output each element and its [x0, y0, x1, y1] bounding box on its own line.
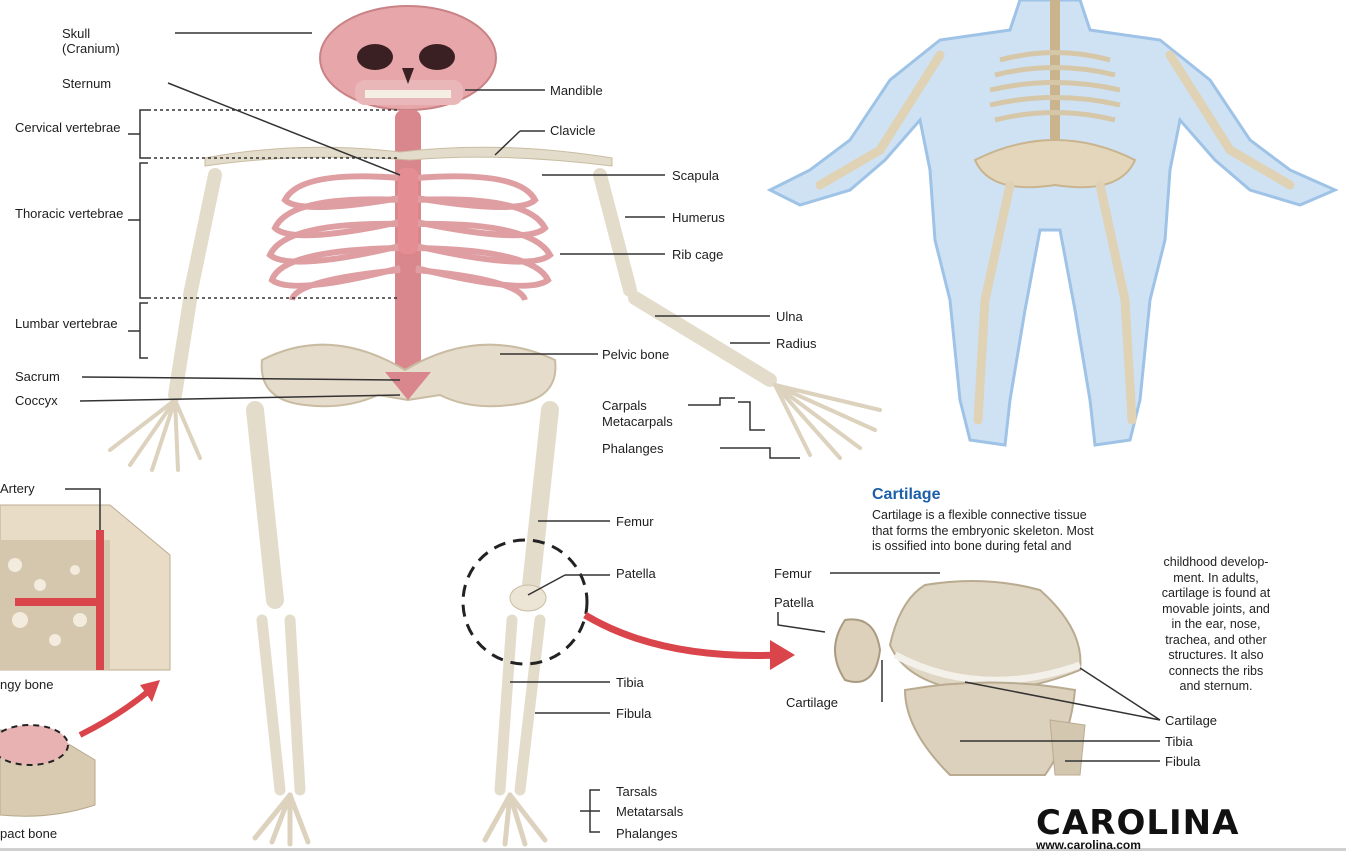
label-artery: Artery [0, 481, 35, 496]
cartilage-title: Cartilage [872, 486, 940, 504]
cartilage-line: in the ear, nose, [1096, 617, 1336, 633]
knee-label-fibula: Fibula [1165, 754, 1200, 769]
label-cervical-vertebrae: Cervical vertebrae [15, 120, 125, 135]
cartilage-line: and sternum. [1096, 679, 1336, 695]
label-pelvic-bone: Pelvic bone [602, 347, 672, 362]
knee-label-femur: Femur [774, 566, 812, 581]
eye-socket-right [419, 44, 455, 70]
zoom-arrow-knee-head [770, 640, 795, 670]
label-rib-cage: Rib cage [672, 247, 723, 262]
label-metacarpals: Metacarpals [602, 414, 673, 429]
label-patella: Patella [616, 566, 656, 581]
cartilage-line: childhood develop- [1096, 555, 1336, 571]
artery-branch [15, 598, 100, 606]
cartilage-description-right: childhood develop- ment. In adults, cart… [1096, 555, 1336, 695]
label-tarsals: Tarsals [616, 784, 657, 799]
knee-label-patella: Patella [774, 595, 814, 610]
label-tibia: Tibia [616, 675, 644, 690]
knee-fibula-shape [1050, 720, 1085, 775]
bone-cross-section-inset [0, 489, 170, 816]
label-coccyx: Coccyx [15, 393, 58, 408]
zoom-arrow-bone [80, 690, 150, 735]
cartilage-description-top: Cartilage is a flexible connective tissu… [872, 508, 1312, 555]
carolina-logo: CAROLINA [1036, 806, 1239, 840]
label-cranium: (Cranium) [62, 41, 120, 56]
main-skeleton [110, 6, 880, 844]
cartilage-line: connects the ribs [1096, 664, 1336, 680]
knee-patella-shape [835, 619, 880, 682]
label-fibula: Fibula [616, 706, 651, 721]
label-spongy-bone: ngy bone [0, 677, 54, 692]
label-sternum: Sternum [62, 76, 111, 91]
label-clavicle: Clavicle [550, 123, 596, 138]
label-thoracic-vertebrae: Thoracic vertebrae [15, 206, 125, 221]
teeth [365, 90, 451, 98]
label-mandible: Mandible [550, 83, 603, 98]
label-compact-bone: pact bone [0, 826, 57, 841]
label-lumbar-vertebrae: Lumbar vertebrae [15, 316, 125, 331]
foot-bones [255, 795, 545, 844]
leg-bones [255, 410, 550, 600]
label-ulna: Ulna [776, 309, 803, 324]
cartilage-line: cartilage is found at [1096, 586, 1336, 602]
label-metatarsals: Metatarsals [616, 804, 683, 819]
lower-leg-bones [262, 620, 540, 790]
knee-label-cartilage-right: Cartilage [1165, 713, 1217, 728]
cartilage-line: ment. In adults, [1096, 571, 1336, 587]
cartilage-line: trachea, and other [1096, 633, 1336, 649]
cartilage-line: that forms the embryonic skeleton. Most [872, 524, 1312, 540]
cartilage-line: Cartilage is a flexible connective tissu… [872, 508, 1312, 524]
body-silhouette-figure [770, 0, 1335, 445]
label-carpals: Carpals [602, 398, 647, 413]
eye-socket-left [357, 44, 393, 70]
cartilage-line: movable joints, and [1096, 602, 1336, 618]
knee-tibia-shape [905, 683, 1075, 776]
label-scapula: Scapula [672, 168, 719, 183]
label-humerus: Humerus [672, 210, 725, 225]
sternum-shape [398, 168, 418, 254]
label-skull: Skull [62, 26, 90, 41]
label-femur: Femur [616, 514, 654, 529]
label-phalanges-foot: Phalanges [616, 826, 677, 841]
knee-label-tibia: Tibia [1165, 734, 1193, 749]
label-phalanges-hand: Phalanges [602, 441, 663, 456]
cartilage-line: is ossified into bone during fetal and [872, 539, 1312, 555]
label-radius: Radius [776, 336, 816, 351]
label-sacrum: Sacrum [15, 369, 60, 384]
knee-label-cartilage-left: Cartilage [786, 695, 838, 710]
cartilage-line: structures. It also [1096, 648, 1336, 664]
zoom-arrow-knee [585, 615, 780, 656]
carolina-url: www.carolina.com [1036, 838, 1141, 852]
vertebrae-brackets [128, 110, 400, 358]
